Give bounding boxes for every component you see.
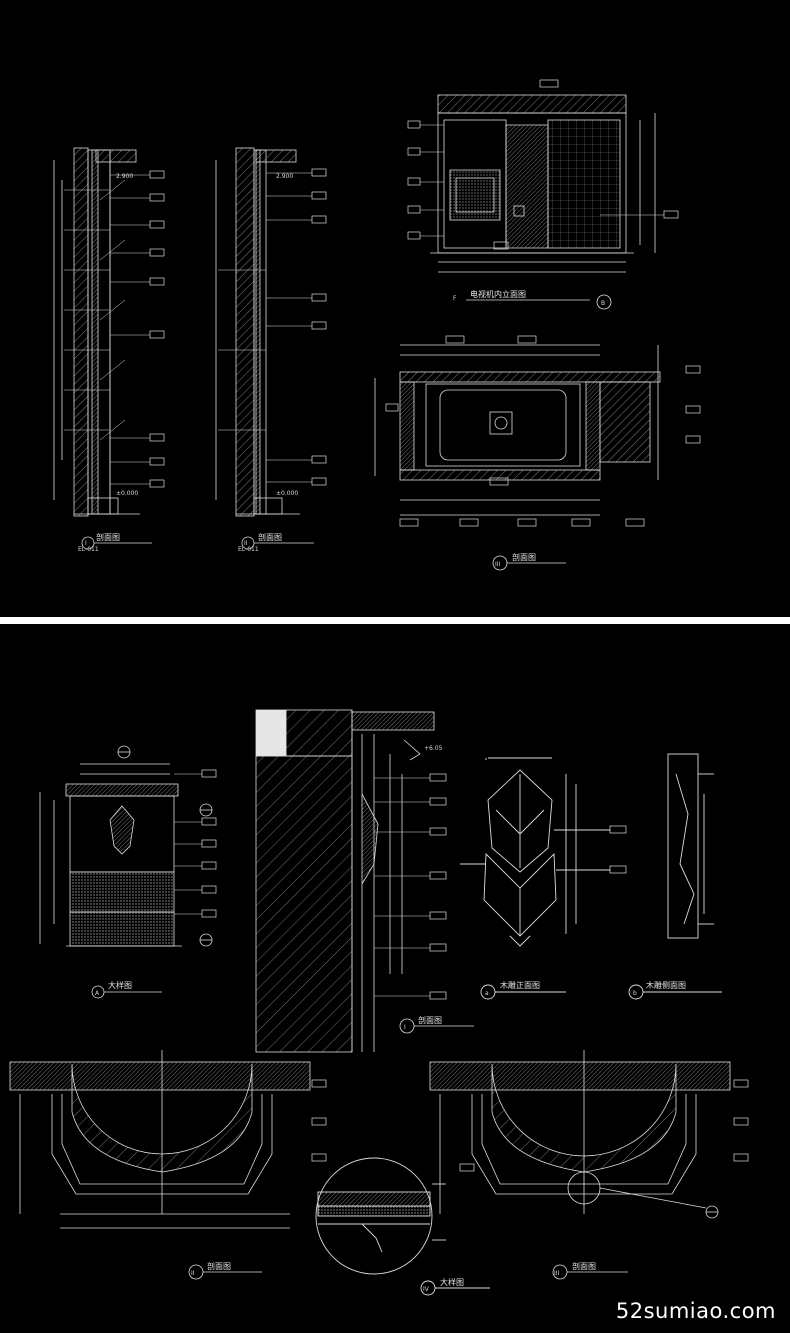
cad-drawing-top: 2.900 ±0.000 I EL-011 剖面图 2.900 ±0.000 I…: [53, 79, 701, 571]
section-ii-ref: EL-011: [238, 546, 259, 553]
carving-front-title: 木雕正面图: [500, 980, 540, 990]
section-i-ref: EL-011: [78, 546, 99, 553]
level-top-left: 2.900: [116, 173, 133, 180]
wall-section-drawing: [255, 709, 474, 1053]
detail-iv-mark: IV: [423, 1286, 430, 1293]
section-ii-title: 剖面图: [258, 532, 282, 542]
elevation-mark: F: [453, 295, 457, 302]
arch-right-mark: III: [554, 1270, 560, 1277]
plan-section-mark: III: [495, 561, 501, 568]
tv-elevation-drawing: [407, 79, 679, 310]
plan-section-drawing: [374, 335, 701, 571]
carving-side-drawing: [628, 753, 722, 1000]
detail-iv-title: 大样图: [440, 1277, 464, 1287]
arch-section-iii-drawing: [429, 1050, 749, 1280]
wall-level: +6.05: [424, 745, 443, 752]
section-i-drawing: [53, 147, 165, 550]
drawing-sheet-bottom: A 大样图 +6.05 I 剖面图: [0, 624, 790, 1333]
cad-drawing-bottom: A 大样图 +6.05 I 剖面图: [9, 709, 749, 1296]
wall-section-mark: I: [404, 1024, 406, 1031]
elevation-ref: B: [601, 300, 605, 307]
level-top-mid: 2.900: [276, 173, 293, 180]
arch-left-mark: II: [191, 1270, 195, 1277]
section-ii-drawing: [215, 147, 327, 550]
section-ii-mark: II: [244, 540, 248, 547]
level-base-left: ±0.000: [116, 490, 138, 497]
wall-section-title: 剖面图: [418, 1015, 442, 1025]
elevation-title: 电视机内立面图: [470, 289, 526, 299]
detail-a-title: 大样图: [108, 980, 132, 990]
arch-right-title: 剖面图: [572, 1261, 596, 1271]
level-base-mid: ±0.000: [276, 490, 298, 497]
carving-side-mark: b: [633, 990, 637, 997]
plan-section-title: 剖面图: [512, 552, 536, 562]
drawing-sheet-top: 2.900 ±0.000 I EL-011 剖面图 2.900 ±0.000 I…: [0, 0, 790, 617]
carving-side-title: 木雕侧面图: [646, 980, 686, 990]
detail-a-mark: A: [95, 990, 100, 997]
carving-front-mark: a: [485, 990, 489, 997]
watermark: 52sumiao.com: [615, 1299, 776, 1323]
carving-front-drawing: [460, 757, 627, 1000]
detail-iv-drawing: [315, 1157, 490, 1296]
section-i-title: 剖面图: [96, 532, 120, 542]
detail-a-drawing: [39, 745, 217, 999]
arch-section-ii-drawing: [9, 1050, 327, 1280]
section-i-mark: I: [85, 540, 87, 547]
arch-left-title: 剖面图: [207, 1261, 231, 1271]
